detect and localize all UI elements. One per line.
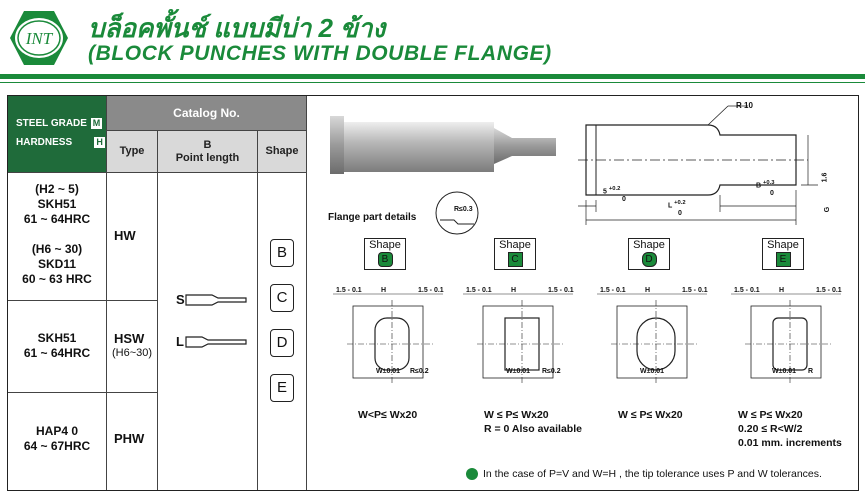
- grade-row-2: SKH51 61 ~ 64HRC: [23, 331, 91, 360]
- footnote-text: In the case of P=V and W=H , the tip tol…: [483, 468, 822, 480]
- shape-c-r: R≤0.2: [542, 368, 561, 375]
- footnote-bullet-icon: [466, 468, 478, 480]
- int-logo: INT: [10, 11, 68, 65]
- shape-e-condition-2: 0.20 ≤ R<W/2: [738, 423, 803, 435]
- shape-c-button[interactable]: C: [270, 284, 294, 312]
- shape-d-dim-right: 1.5 - 0.1: [682, 287, 708, 294]
- dim-l: L +0.2: [668, 200, 686, 210]
- dim-r10: R 10: [736, 101, 753, 110]
- shape-c-dim-h: H: [511, 287, 517, 294]
- grade-row-1: (H2 ~ 5) SKH51 61 ~ 64HRC (H6 ~ 30) SKD1…: [22, 182, 92, 286]
- dim-1-6: 1.6: [821, 172, 829, 183]
- dim-5: 5 +0.2: [603, 186, 621, 196]
- flange-r: R≤0.3: [454, 206, 473, 213]
- logo-text: INT: [25, 29, 54, 48]
- point-length-l: L: [176, 334, 184, 349]
- shape-d-dim-w: W±0.01: [640, 368, 665, 375]
- shape-e-dim-w: W±0.01: [772, 368, 797, 375]
- shape-e-r: R: [808, 368, 814, 375]
- type-header: Type: [107, 131, 157, 172]
- shape-e-button[interactable]: E: [270, 374, 294, 402]
- dim-5-tol2: 0: [622, 196, 626, 203]
- shape-c-condition-2: R = 0 Also available: [484, 423, 582, 435]
- shape-b-dim-right: 1.5 - 0.1: [418, 287, 444, 294]
- shape-d-condition: W ≤ P≤ Wx20: [618, 409, 683, 421]
- shape-c-dim-right: 1.5 - 0.1: [548, 287, 574, 294]
- header-divider-thin: [0, 82, 865, 83]
- dim-g: G: [824, 206, 832, 213]
- point-length-s: S: [176, 292, 185, 307]
- shape-b-r: R≤0.2: [410, 368, 429, 375]
- punch-dimension-drawing: [578, 105, 818, 225]
- page-title-thai: บล็อคพั้นช์ แบบมีบ่า 2 ข้าง: [88, 13, 386, 43]
- type-hsw-sub: (H6~30): [112, 347, 153, 359]
- punch-photo: [330, 116, 556, 174]
- shape-c-dim-left: 1.5 - 0.1: [466, 287, 492, 294]
- grade-row-3: HAP4 0 64 ~ 67HRC: [23, 424, 91, 453]
- dim-l-tol2: 0: [678, 210, 682, 217]
- catalog-no-header: Catalog No.: [107, 96, 306, 130]
- dim-b-tol2: 0: [770, 190, 774, 197]
- flange-detail-circle: [435, 191, 479, 235]
- shape-d-dim-h: H: [645, 287, 651, 294]
- shape-e-drawing: [731, 293, 841, 384]
- shape-b-button[interactable]: B: [270, 239, 294, 267]
- shape-e-dim-right: 1.5 - 0.1: [816, 287, 842, 294]
- header-divider: [0, 74, 865, 79]
- shape-d-button[interactable]: D: [270, 329, 294, 357]
- shape-c-dim-w: W±0.01: [506, 368, 531, 375]
- shape-c-condition: W ≤ P≤ Wx20: [484, 409, 549, 421]
- page-title-english: (BLOCK PUNCHES WITH DOUBLE FLANGE): [88, 42, 552, 65]
- punch-long-icon: [185, 336, 247, 348]
- dim-b: B +0.3: [756, 180, 775, 190]
- shape-header: Shape: [258, 131, 306, 172]
- shape-e-condition-3: 0.01 mm. increments: [738, 437, 842, 449]
- type-hsw: HSW: [114, 331, 145, 346]
- shape-d-dim-left: 1.5 - 0.1: [600, 287, 626, 294]
- shape-b-condition: W<P≤ Wx20: [358, 409, 418, 421]
- flange-details-label: Flange part details: [328, 212, 417, 223]
- shape-e-condition: W ≤ P≤ Wx20: [738, 409, 803, 421]
- type-hw: HW: [114, 228, 136, 243]
- shape-e-dim-h: H: [779, 287, 785, 294]
- shape-e-dim-left: 1.5 - 0.1: [734, 287, 760, 294]
- shape-b-dim-w: W±0.01: [376, 368, 401, 375]
- shape-d-drawing: [597, 293, 707, 384]
- shape-b-drawing: [333, 293, 443, 384]
- shape-c-drawing: [463, 293, 573, 384]
- type-phw: PHW: [114, 431, 145, 446]
- shape-b-dim-left: 1.5 - 0.1: [336, 287, 362, 294]
- shape-b-dim-h: H: [381, 287, 387, 294]
- punch-short-icon: [185, 294, 247, 306]
